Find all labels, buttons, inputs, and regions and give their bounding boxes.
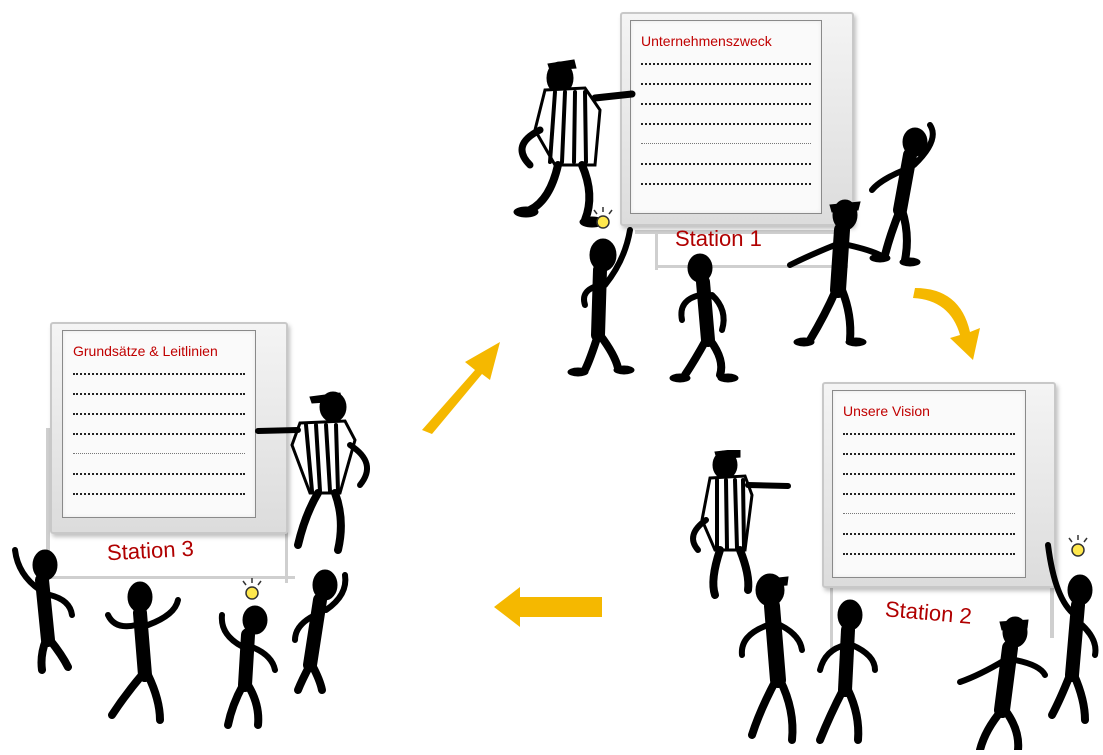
stick-figure-icon: [105, 581, 181, 724]
flipchart-leg: [830, 588, 833, 648]
dotted-line: [641, 63, 811, 65]
station-label: Station 1: [675, 226, 762, 251]
dotted-line: [843, 433, 1015, 435]
station-title: Unternehmenszweck: [641, 33, 772, 49]
dotted-line: [843, 453, 1015, 455]
flipchart-paper: Grundsätze & Leitlinien: [62, 330, 256, 518]
flipchart-paper: Unternehmenszweck: [630, 20, 822, 214]
stick-figure-icon: [567, 227, 635, 377]
dotted-line: [843, 533, 1015, 535]
dotted-line: [641, 183, 811, 185]
stick-figure-icon: [690, 450, 791, 599]
dotted-line: [843, 493, 1015, 495]
flipchart-leg: [658, 265, 848, 268]
lightbulb-icon: [1068, 535, 1088, 557]
station-title: Unsere Vision: [843, 403, 930, 419]
dotted-line: [641, 103, 811, 105]
dotted-line: [843, 513, 1015, 514]
stick-figure-icon: [957, 616, 1048, 750]
dotted-line: [73, 413, 245, 415]
stick-figure-icon: [816, 599, 878, 744]
flipchart-board: Grundsätze & Leitlinien: [50, 322, 288, 534]
stick-figure-icon: [218, 605, 278, 729]
flipchart-paper: Unsere Vision: [832, 390, 1026, 578]
flipchart-stand: [50, 576, 295, 579]
dotted-line: [73, 493, 245, 495]
dotted-line: [641, 163, 811, 165]
station-2: Unsere Vision Station 2: [810, 378, 1100, 678]
stick-figure-icon: [292, 569, 349, 694]
station-2-figures: [690, 450, 1099, 750]
flipchart-leg: [655, 230, 658, 270]
stick-figure-icon: [669, 253, 739, 383]
stick-figure-icon: [255, 391, 371, 554]
arrow-icon: [494, 587, 602, 627]
dotted-line: [73, 433, 245, 435]
lightbulb-icon: [593, 207, 613, 229]
dotted-line: [641, 83, 811, 85]
flipchart-leg: [285, 528, 288, 583]
dotted-line: [73, 393, 245, 395]
stick-figure-icon: [738, 573, 805, 744]
arrow-icon: [422, 342, 500, 434]
dotted-line: [73, 473, 245, 475]
lightbulb-icon: [242, 578, 262, 600]
station-1: Unternehmenszweck Station 1: [540, 10, 870, 380]
flipchart-stand: [635, 230, 835, 234]
arrow-icon: [913, 288, 980, 360]
dotted-line: [641, 143, 811, 144]
stick-figure-icon: [787, 199, 883, 347]
station-title: Grundsätze & Leitlinien: [73, 343, 218, 359]
stick-figure-icon: [1045, 542, 1099, 724]
flipchart-board: Unternehmenszweck: [620, 12, 854, 226]
flipchart-leg: [46, 428, 50, 578]
dotted-line: [73, 373, 245, 375]
stick-figure-icon: [513, 59, 636, 228]
dotted-line: [843, 553, 1015, 555]
station-3-figures: [12, 391, 371, 729]
flipchart-board: Unsere Vision: [822, 382, 1056, 588]
station-1-figures: [513, 59, 936, 383]
dotted-line: [843, 473, 1015, 475]
dotted-line: [641, 123, 811, 125]
stick-figure-icon: [869, 122, 936, 267]
station-3: Grundsätze & Leitlinien Station 3: [40, 318, 340, 618]
dotted-line: [73, 453, 245, 454]
stick-figure-icon: [12, 547, 75, 674]
